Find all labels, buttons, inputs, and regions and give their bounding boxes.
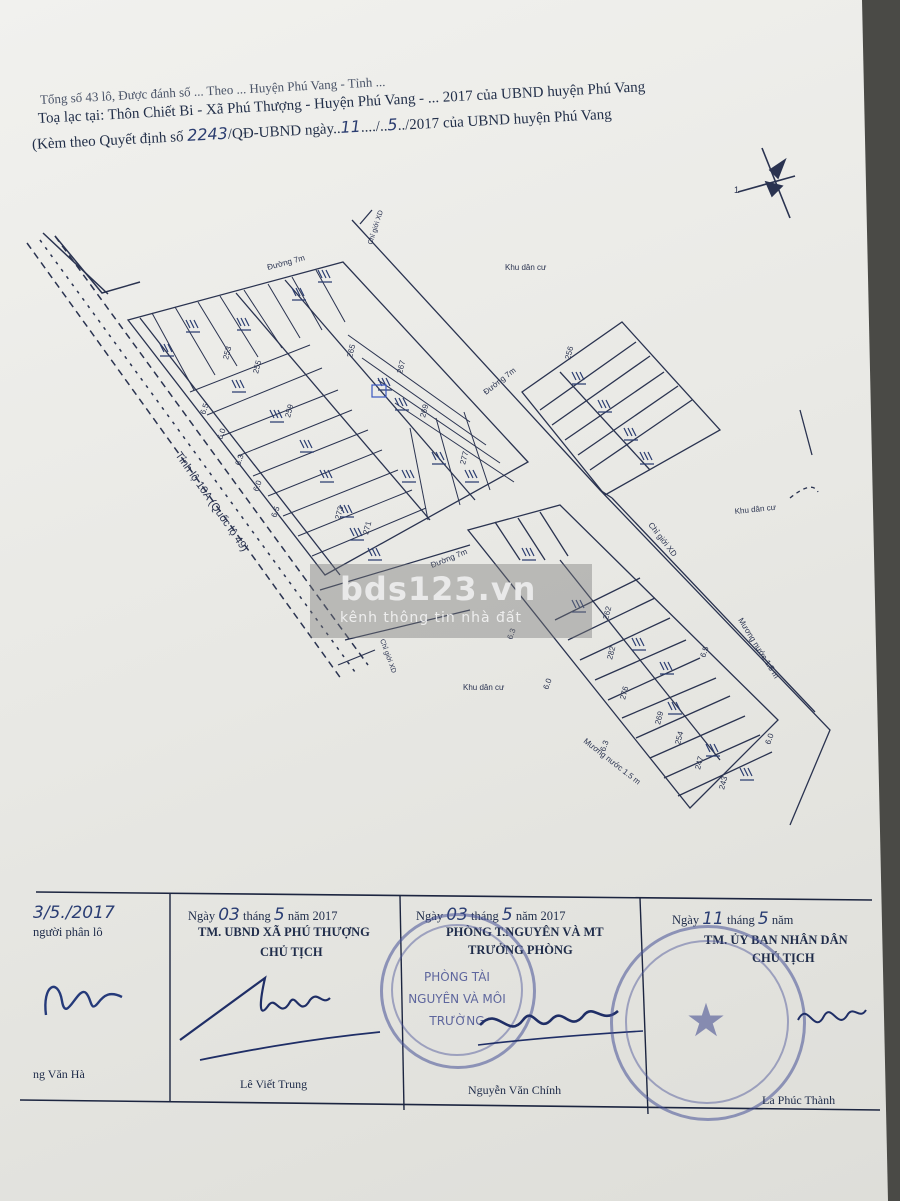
lot-area: 262 <box>601 605 613 621</box>
lot-dim: 6.5 <box>269 505 281 519</box>
signature-block-1: 3/5./2017 người phân lô ng Văn Hà <box>30 885 170 1117</box>
signature-area: 3/5./2017 người phân lô ng Văn Hà Ngày 0… <box>30 885 870 1125</box>
lot-area: 273 <box>333 505 345 521</box>
sig1-signature-icon <box>44 985 123 1016</box>
sig3-date-year: năm 2017 <box>515 909 566 923</box>
lot-markings <box>159 269 754 781</box>
sig4-date-month: 5 <box>757 909 769 929</box>
sig1-line: người phân lô <box>33 925 103 939</box>
lot-area: 269 <box>418 403 430 419</box>
watermark-sub: kênh thông tin nhà đất <box>340 610 522 626</box>
khu-dan-cu-top-label: Khu dân cư <box>505 263 547 272</box>
sig3-stamp-inner-ring <box>391 924 523 1056</box>
sig4-stamp: ★ <box>610 925 806 1121</box>
sig3-stamp: PHÒNG TÀI NGUYÊN VÀ MÔI TRƯỜNG <box>380 913 536 1069</box>
signature-block-3: Ngày 03 tháng 5 năm 2017 PHÒNG T.NGUYÊN … <box>380 885 644 1117</box>
sig2-date-day: 03 <box>218 905 240 925</box>
lot-area: 256 <box>563 345 575 361</box>
sig1-date: 3/5./2017 <box>33 903 115 923</box>
lot-dim: 6.0 <box>215 427 227 441</box>
khu-dan-cu-bottom-label: Khu dân cư <box>463 683 505 692</box>
lot-area: 271 <box>361 520 373 536</box>
lot-dim: 6.3 <box>598 739 610 753</box>
block-a-lot-lines <box>151 269 515 557</box>
lot-dim: 6.5 <box>198 402 210 416</box>
sig4-date: Ngày 11 tháng 5 năm <box>672 909 793 929</box>
lot-area: 247 <box>693 755 705 771</box>
drain-bottom-label: Mương nước 1.5 m <box>582 736 643 786</box>
sig4-date-day: 11 <box>702 909 724 929</box>
khu-dan-cu-right-label: Khu dân cư <box>734 503 777 516</box>
lot-area: 269 <box>653 710 665 726</box>
block-c <box>466 504 779 809</box>
lot-area: 255 <box>251 359 263 375</box>
lot-dim: 6.0 <box>541 677 553 691</box>
lot-area: 254 <box>673 730 685 746</box>
sig2-date: Ngày 03 tháng 5 năm 2017 <box>188 905 337 925</box>
left-road <box>26 232 369 681</box>
block-b <box>521 321 722 496</box>
svg-text:1: 1 <box>734 185 739 195</box>
lot-area: 253 <box>221 345 233 361</box>
lot-dim: 6.3 <box>233 453 245 467</box>
chi-gioi-bottom-label: Chỉ giới XD <box>378 638 398 674</box>
watermark: bds123.vn kênh thông tin nhà đất <box>310 564 592 638</box>
lot-area: 259 <box>283 403 295 419</box>
block-a <box>126 261 530 576</box>
lot-area: 282 <box>605 645 617 661</box>
bottom-strip <box>319 544 471 666</box>
lot-dim: 6.0 <box>251 479 263 493</box>
lot-area: 243 <box>717 775 729 791</box>
sig4-signature-icon <box>797 1009 867 1024</box>
sig3-name: Nguyễn Văn Chính <box>468 1083 562 1097</box>
drain-right-label: Mương nước 1.5 m <box>736 616 781 680</box>
sig2-date-month: 5 <box>273 905 285 925</box>
lot-dim: 6.3 <box>505 627 517 641</box>
sig3-date-month: 5 <box>501 905 513 925</box>
sig3-stamp-text: PHÒNG TÀI NGUYÊN VÀ MÔI TRƯỜNG <box>408 970 506 1028</box>
sig4-date-prefix: Ngày <box>672 913 700 927</box>
sig4-date-year: năm <box>771 913 794 927</box>
sig4-date-month-prefix: tháng <box>726 913 755 927</box>
drain-channel <box>351 209 831 826</box>
road-mid-label: Đường 7m <box>482 366 518 397</box>
subdivision-map: 1 Tỉnh lộ 10A (Quốc lộ 49) <box>26 147 831 826</box>
sig2-org: TM. UBND XÃ PHÚ THƯỢNG <box>198 925 370 939</box>
lot-area: 265 <box>345 343 357 359</box>
sig2-name: Lê Viết Trung <box>240 1077 308 1091</box>
signature-block-2: Ngày 03 tháng 5 năm 2017 TM. UBND XÃ PHÚ… <box>179 885 402 1117</box>
road-top-label: Đường 7m <box>266 253 306 272</box>
sig1-name: ng Văn Hà <box>33 1067 85 1081</box>
lot-area: 276 <box>618 685 630 701</box>
lot-area: 277 <box>458 450 470 466</box>
watermark-main: bds123.vn <box>340 570 537 608</box>
signature-block-4: Ngày 11 tháng 5 năm TM. ỦY BAN NHÂN DÂN … <box>610 885 867 1121</box>
sig4-name: La Phúc Thành <box>762 1093 836 1107</box>
lot-area: 267 <box>395 359 407 375</box>
north-arrow-icon: 1 <box>734 147 796 219</box>
sig2-date-month-prefix: tháng <box>242 909 271 923</box>
sig4-stamp-inner-ring <box>625 940 789 1104</box>
sig2-signature-icon <box>179 975 381 1061</box>
sig2-date-year: năm 2017 <box>287 909 338 923</box>
lot-dim: 6.5 <box>698 645 710 659</box>
sig2-title: CHỦ TỊCH <box>260 945 323 959</box>
star-emblem-icon: ★ <box>685 995 727 1046</box>
chi-gioi-top-label: Chỉ giới XD <box>366 209 385 245</box>
sig2-date-prefix: Ngày <box>188 909 216 923</box>
lot-dim: 6.0 <box>763 732 775 746</box>
